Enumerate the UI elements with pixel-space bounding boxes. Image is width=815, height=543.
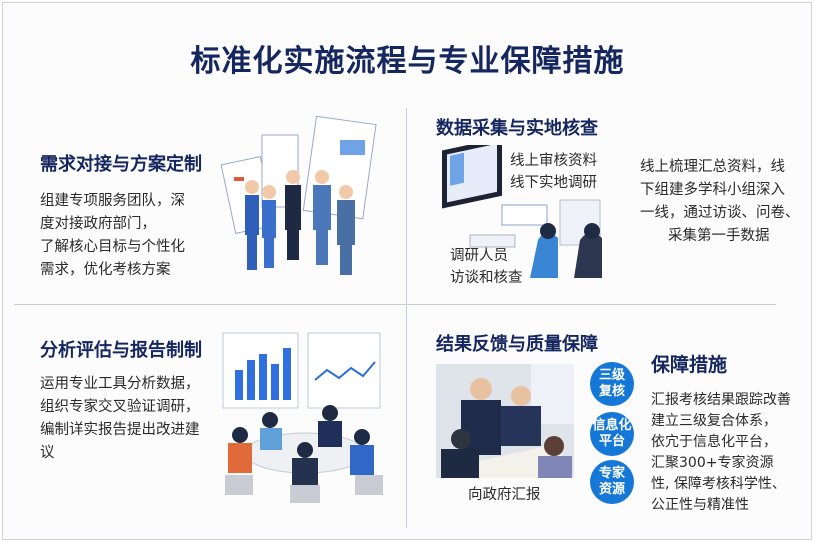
photo-caption: 向政府汇报 (468, 487, 541, 503)
chart-bar (283, 348, 291, 400)
section-heading-analysis: 分析评估与报告制制 (40, 340, 202, 361)
chart-bar (235, 370, 243, 400)
text-line: 组织专家交叉验证调研， (40, 399, 200, 415)
chart-bar (259, 354, 267, 400)
text-line: 采集第一手数据 (668, 228, 770, 244)
analysis-meeting-illustration (222, 332, 383, 503)
badge-line: 信息化 (592, 418, 632, 433)
badge-expert-resources: 专家资源 (590, 460, 634, 504)
vertical-divider (406, 108, 407, 528)
chart-bar (247, 360, 255, 400)
badge-line: 资源 (598, 482, 625, 497)
text-line: 组建专项服务团队，深 (40, 193, 185, 209)
text-line: 议 (40, 445, 55, 461)
guarantee-subheading: 保障措施 (651, 354, 728, 376)
caption-line: 线上审核资料 (510, 153, 597, 169)
badge-line: 复核 (598, 384, 625, 399)
text-line: 需求，优化考核方案 (40, 262, 171, 278)
badge-line: 平台 (598, 434, 625, 449)
section-heading-data-collection: 数据采集与实地核查 (436, 118, 598, 139)
caption-online-review: 线上审核资料 线下实地调研 (510, 150, 597, 194)
caption-researchers: 调研人员 访谈和核查 (450, 245, 523, 289)
text-line: 编制详实报告提出改进建 (40, 422, 200, 438)
section-text-requirements: 组建专项服务团队，深 度对接政府部门， 了解核心目标与个性化 需求，优化考核方案 (40, 190, 185, 282)
badge-information-platform: 信息化平台 (590, 412, 634, 456)
text-line: 线上梳理汇总资料，线 (640, 159, 785, 175)
badge-line: 专家 (598, 466, 625, 481)
text-line: 建立三级复合体系， (651, 413, 777, 429)
caption-line: 线下实地调研 (510, 175, 597, 191)
chart-trend-line (314, 361, 376, 381)
text-line: 一线，通过访谈、问卷、 (640, 205, 800, 221)
caption-line: 访谈和核查 (450, 270, 523, 286)
text-line: 度对接政府部门， (40, 216, 156, 232)
section-heading-feedback: 结果反馈与质量保障 (436, 334, 598, 355)
badge-three-level-review: 三级复核 (590, 362, 634, 406)
section-heading-requirements: 需求对接与方案定制 (40, 154, 202, 175)
section-text-feedback: 汇报考核结果跟踪改善 建立三级复合体系， 依宂于信息化平台， 汇聚300+专家资… (651, 390, 791, 516)
badge-line: 三级 (598, 368, 625, 383)
text-line: 运用专业工具分析数据， (40, 376, 200, 392)
team-meeting-illustration (220, 115, 377, 275)
text-line: 汇聚300+专家资源 (651, 455, 774, 471)
page-title: 标准化实施流程与专业保障措施 (190, 44, 625, 79)
chart-bar (271, 364, 279, 400)
text-line: 依宂于信息化平台， (651, 434, 777, 450)
caption-line: 调研人员 (450, 248, 508, 264)
text-line: 了解核心目标与个性化 (40, 239, 185, 255)
data-collection-illustration (442, 145, 602, 278)
government-report-photo (436, 364, 574, 478)
text-line: 性, 保障考核科学性、 (651, 476, 786, 492)
text-line: 下组建多学科小组深入 (640, 182, 785, 198)
section-text-analysis: 运用专业工具分析数据， 组织专家交叉验证调研， 编制详实报告提出改进建 议 (40, 373, 200, 465)
text-line: 公正性与精准性 (651, 497, 749, 513)
horizontal-divider (14, 304, 776, 305)
section-text-data-collection: 线上梳理汇总资料，线 下组建多学科小组深入 一线，通过访谈、问卷、 采集第一手数… (640, 156, 800, 248)
text-line: 汇报考核结果跟踪改善 (651, 392, 791, 408)
